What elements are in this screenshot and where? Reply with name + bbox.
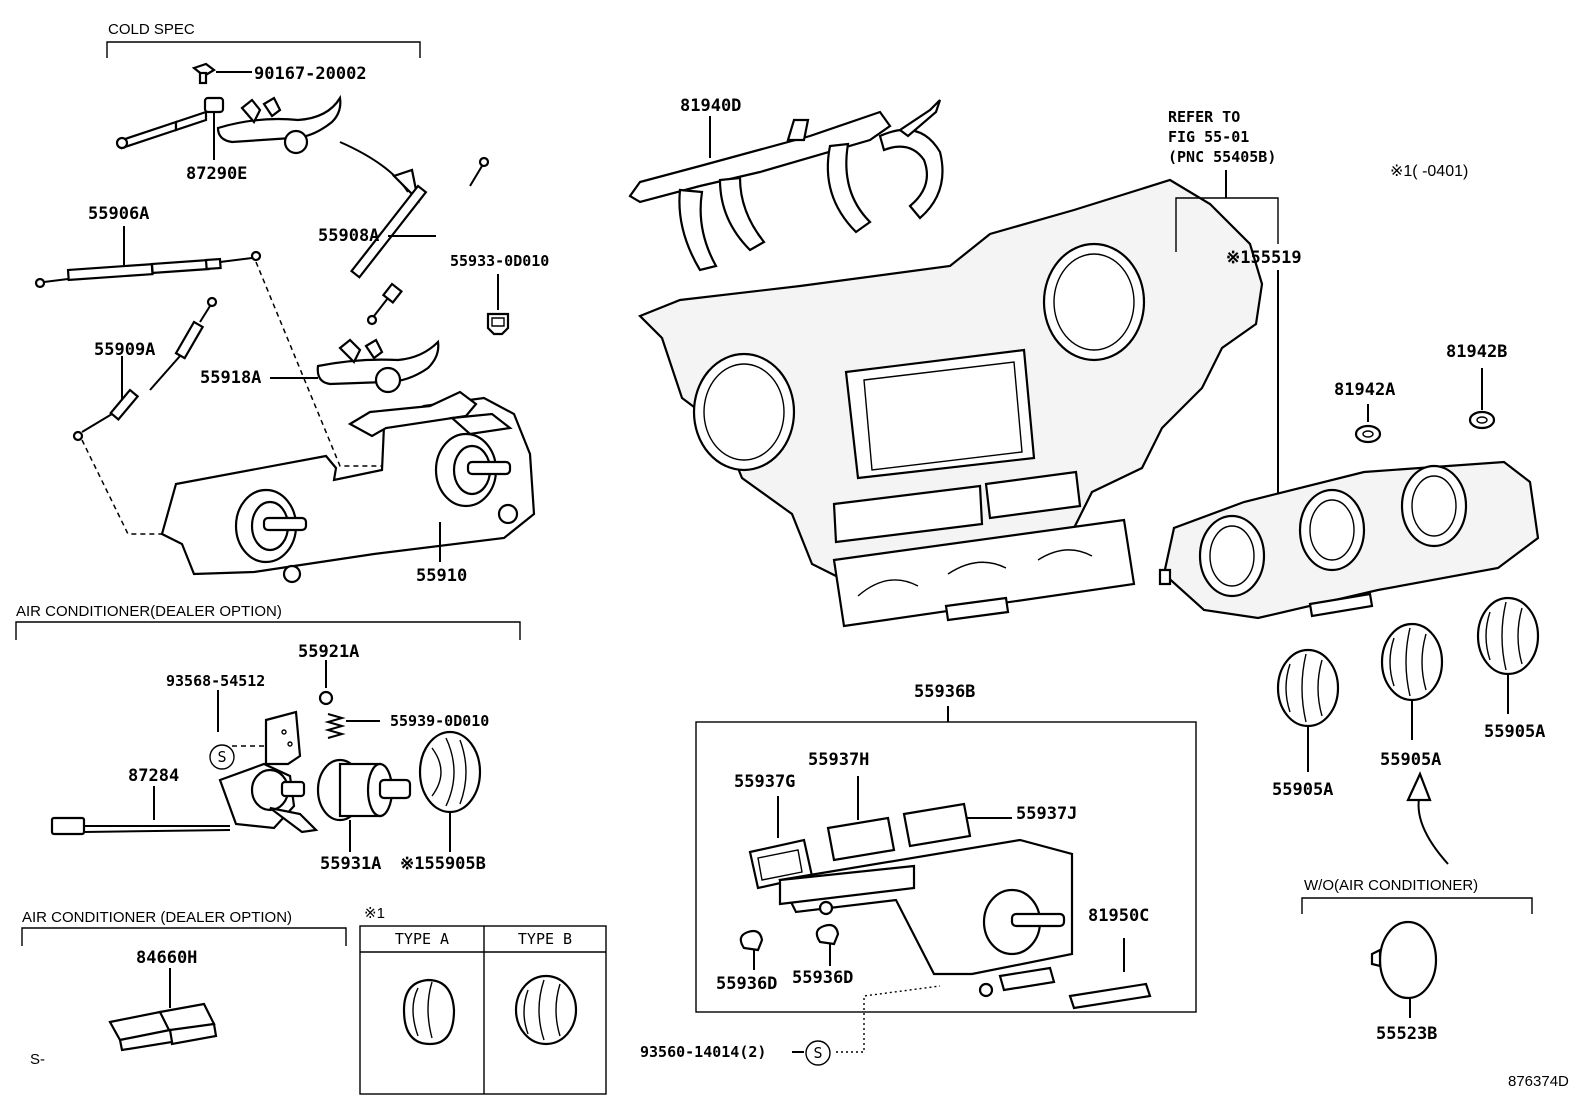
lens-81950c bbox=[1068, 938, 1152, 1010]
part-55937g: 55937G bbox=[734, 772, 796, 792]
screw-symbol-93560 bbox=[805, 1040, 831, 1066]
screw-93568 bbox=[217, 690, 268, 747]
refer-line-3: (PNC 55405B) bbox=[1168, 148, 1277, 166]
ring-55921a bbox=[318, 660, 334, 706]
part-55519: ※155519 bbox=[1226, 248, 1302, 268]
cold-spec-bracket bbox=[106, 41, 421, 58]
switch-87284 bbox=[50, 762, 319, 836]
clip-55933 bbox=[486, 274, 510, 336]
cap-55523b bbox=[1370, 920, 1438, 1018]
part-55908a: 55908A bbox=[318, 226, 380, 246]
ac-option-bracket-1 bbox=[15, 621, 521, 640]
wo-ac-label: W/O(AIR CONDITIONER) bbox=[1304, 877, 1479, 894]
washer-81942b bbox=[1468, 368, 1496, 430]
screw-90167 bbox=[191, 62, 252, 85]
screw-symbol-93560-label: S bbox=[813, 1044, 823, 1062]
part-55933-0d010: 55933-0D010 bbox=[450, 252, 550, 270]
control-assembly-55910 bbox=[160, 390, 536, 584]
part-55936b: 55936B bbox=[914, 682, 976, 702]
bracket-plate bbox=[264, 710, 302, 766]
switch-55937j bbox=[902, 802, 1012, 848]
bulb-55936d-1 bbox=[739, 929, 764, 970]
part-55905a-3: 55905A bbox=[1484, 722, 1546, 742]
arrow-to-knob bbox=[1406, 771, 1449, 865]
part-55918a: 55918A bbox=[200, 368, 262, 388]
arrow-cold-to-cable bbox=[339, 141, 420, 204]
cable-55908a bbox=[349, 156, 490, 326]
refer-line-1: REFER TO bbox=[1168, 108, 1241, 126]
ac-option-label-1: AIR CONDITIONER(DEALER OPTION) bbox=[16, 603, 282, 620]
washer-81942a bbox=[1354, 404, 1382, 444]
switch-body-55931a bbox=[316, 758, 412, 852]
knob-55905a-2 bbox=[1380, 622, 1444, 740]
switch-55937g bbox=[748, 796, 814, 890]
lever-55918a bbox=[270, 338, 440, 394]
ac-option-label-2: AIR CONDITIONER (DEALER OPTION) bbox=[22, 909, 293, 926]
refer-bracket bbox=[1175, 170, 1279, 494]
knob-type-table bbox=[359, 925, 607, 1095]
footnote-mark: ※1 bbox=[364, 905, 385, 922]
switch-assembly-box bbox=[695, 706, 1197, 1013]
part-93560-14014: 93560-14014(2) bbox=[640, 1043, 767, 1061]
cold-spec-label: COLD SPEC bbox=[108, 21, 195, 38]
date-note: ※1( -0401) bbox=[1390, 163, 1469, 180]
switch-55937h bbox=[826, 776, 896, 862]
screw-symbol-93568 bbox=[209, 744, 235, 770]
part-55910: 55910 bbox=[416, 566, 468, 586]
screw-symbol-93568-label: S bbox=[217, 748, 227, 766]
part-93568-54512: 93568-54512 bbox=[166, 672, 266, 690]
part-55936d-2: 55936D bbox=[792, 968, 854, 988]
spring-55939 bbox=[324, 713, 380, 739]
knob-type-b bbox=[514, 974, 578, 1046]
part-55909a: 55909A bbox=[94, 340, 156, 360]
knob-55905a-1 bbox=[1276, 648, 1340, 772]
knob-55905b bbox=[418, 730, 482, 852]
refer-line-2: FIG 55-01 bbox=[1168, 128, 1250, 146]
part-81940d: 81940D bbox=[680, 96, 742, 116]
dashed-link-55909a bbox=[81, 439, 176, 535]
bracket-81940d bbox=[628, 99, 944, 272]
climate-control-panel bbox=[1158, 460, 1540, 620]
part-87284: 87284 bbox=[128, 766, 180, 786]
part-81942a: 81942A bbox=[1334, 380, 1396, 400]
part-55931a: 55931A bbox=[320, 854, 382, 874]
part-55921a: 55921A bbox=[298, 642, 360, 662]
dashed-link-55906a bbox=[255, 261, 382, 467]
part-81942b: 81942B bbox=[1446, 342, 1508, 362]
part-87290e: 87290E bbox=[186, 164, 248, 184]
part-55936d-1: 55936D bbox=[716, 974, 778, 994]
part-90167-20002: 90167-20002 bbox=[254, 64, 367, 84]
cable-87290e bbox=[115, 96, 225, 160]
lever-cold bbox=[216, 94, 342, 155]
screw-link-93560 bbox=[836, 985, 941, 1053]
part-55937h: 55937H bbox=[808, 750, 870, 770]
page-mark: S- bbox=[30, 1051, 45, 1068]
figure-code: 876374D bbox=[1508, 1073, 1569, 1090]
part-55906a: 55906A bbox=[88, 204, 150, 224]
part-55937j: 55937J bbox=[1016, 804, 1078, 824]
part-55905a-2: 55905A bbox=[1380, 750, 1442, 770]
wo-ac-bracket bbox=[1301, 897, 1533, 914]
ac-option-bracket-2 bbox=[21, 927, 347, 946]
type-a-label: TYPE A bbox=[394, 930, 450, 948]
knob-type-a bbox=[402, 978, 456, 1046]
part-55905b: ※155905B bbox=[400, 854, 486, 874]
cable-55906a bbox=[34, 226, 262, 289]
part-55939-0d010: 55939-0D010 bbox=[390, 712, 490, 730]
knob-55905a-3 bbox=[1476, 596, 1540, 714]
part-55905a-1: 55905A bbox=[1272, 780, 1334, 800]
type-b-label: TYPE B bbox=[517, 930, 573, 948]
switch-housing bbox=[778, 838, 1074, 998]
switch-84660h bbox=[108, 968, 218, 1052]
instrument-panel bbox=[638, 178, 1264, 628]
cable-55909a bbox=[72, 296, 218, 442]
part-81950c: 81950C bbox=[1088, 906, 1150, 926]
part-55523b: 55523B bbox=[1376, 1024, 1438, 1044]
part-84660h: 84660H bbox=[136, 948, 198, 968]
bulb-55936d-2 bbox=[815, 923, 840, 966]
